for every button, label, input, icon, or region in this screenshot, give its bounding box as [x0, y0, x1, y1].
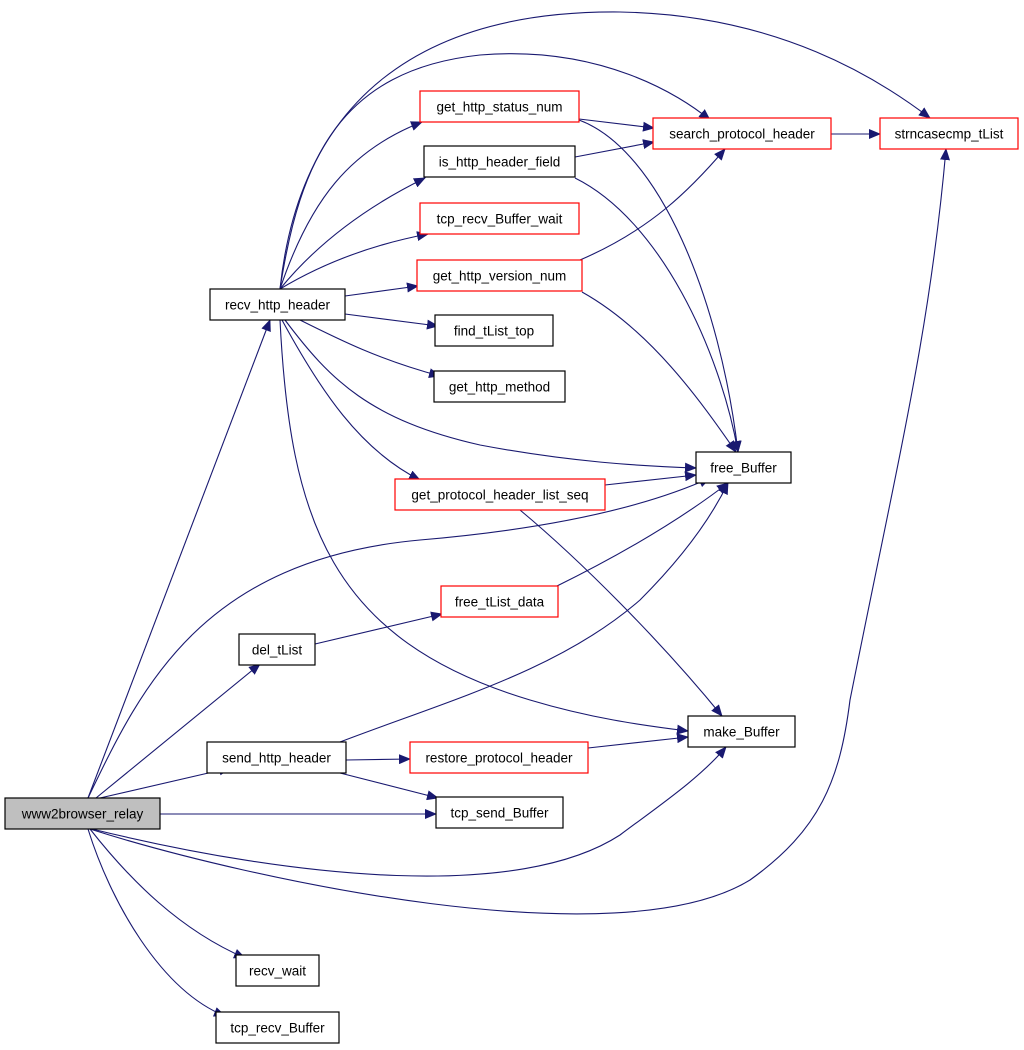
node-box-recv-http-header[interactable] [209, 288, 346, 321]
node-tcp-recv-Buffer-wait[interactable]: tcp_recv_Buffer_wait [419, 202, 580, 235]
node-box-get-http-version-num[interactable] [416, 259, 583, 292]
edge-www2browser-relay-to-free-Buffer [87, 477, 711, 799]
edge-recv-http-header-to-get-http-status-num [279, 121, 423, 290]
node-label-get-http-status-num: get_http_status_num [436, 100, 562, 115]
node-box-get-http-status-num[interactable] [419, 90, 580, 123]
edge-del-tList-to-free-tList-data [314, 611, 443, 645]
node-strncasecmp-tList[interactable]: strncasecmp_tList [879, 117, 1019, 150]
node-box-send-http-header[interactable] [206, 741, 347, 774]
edge-get-protocol-header-list-seq-to-make-Buffer [519, 509, 723, 717]
node-tcp-recv-Buffer[interactable]: tcp_recv_Buffer [215, 1011, 340, 1044]
node-label-search-protocol-header: search_protocol_header [669, 127, 815, 142]
node-label-tcp-send-Buffer: tcp_send_Buffer [450, 806, 549, 821]
node-box-get-http-method[interactable] [433, 370, 566, 403]
node-restore-protocol-header[interactable]: restore_protocol_header [409, 741, 589, 774]
edges-layer [87, 11, 951, 1017]
edge-get-protocol-header-list-seq-to-free-Buffer [604, 471, 697, 486]
node-is-http-header-field[interactable]: is_http_header_field [423, 145, 576, 178]
edge-recv-http-header-to-get-protocol-header-list-seq [281, 319, 421, 481]
edge-recv-http-header-to-find-tList-top [344, 313, 439, 330]
edge-send-http-header-to-restore-protocol-header [345, 754, 411, 765]
edge-send-http-header-to-free-Buffer [339, 482, 729, 743]
edge-recv-http-header-to-is-http-header-field [279, 177, 426, 290]
edge-www2browser-relay-to-make-Buffer [91, 746, 727, 877]
node-free-Buffer[interactable]: free_Buffer [695, 451, 792, 484]
node-box-search-protocol-header[interactable] [652, 117, 832, 150]
edge-recv-http-header-to-make-Buffer [279, 319, 689, 735]
node-get-http-status-num[interactable]: get_http_status_num [419, 90, 580, 123]
node-recv-wait[interactable]: recv_wait [235, 954, 320, 987]
edge-get-http-status-num-to-search-protocol-header [578, 118, 655, 132]
edge-is-http-header-field-to-search-protocol-header [574, 139, 655, 158]
node-box-del-tList[interactable] [238, 633, 316, 666]
node-get-http-version-num[interactable]: get_http_version_num [416, 259, 583, 292]
edge-www2browser-relay-to-tcp-recv-Buffer [87, 828, 226, 1017]
edge-free-tList-data-to-free-Buffer [554, 482, 729, 588]
node-box-tcp-recv-Buffer[interactable] [215, 1011, 340, 1044]
edge-recv-http-header-to-search-protocol-header [279, 53, 711, 290]
edge-www2browser-relay-to-del-tList [95, 663, 261, 799]
node-label-find-tList-top: find_tList_top [454, 324, 534, 339]
node-box-recv-wait[interactable] [235, 954, 320, 987]
node-label-free-Buffer: free_Buffer [710, 461, 777, 476]
node-get-protocol-header-list-seq[interactable]: get_protocol_header_list_seq [394, 478, 606, 511]
nodes-layer: www2browser_relay recv_http_header del_tLi… [4, 90, 1019, 1044]
node-label-get-protocol-header-list-seq: get_protocol_header_list_seq [411, 488, 588, 503]
edge-recv-http-header-to-strncasecmp-tList [279, 11, 931, 290]
node-label-get-http-version-num: get_http_version_num [433, 269, 567, 284]
node-del-tList[interactable]: del_tList [238, 633, 316, 666]
node-box-strncasecmp-tList[interactable] [879, 117, 1019, 150]
edge-www2browser-relay-to-strncasecmp-tList [89, 148, 951, 915]
node-box-restore-protocol-header[interactable] [409, 741, 589, 774]
edge-recv-http-header-to-get-http-method [299, 319, 441, 378]
edge-get-http-version-num-to-free-Buffer [581, 291, 737, 453]
node-www2browser-relay[interactable]: www2browser_relay [4, 797, 161, 830]
node-label-get-http-method: get_http_method [449, 380, 550, 395]
node-label-make-Buffer: make_Buffer [703, 725, 780, 740]
node-box-get-protocol-header-list-seq[interactable] [394, 478, 606, 511]
node-label-free-tList-data: free_tList_data [455, 595, 545, 610]
edge-restore-protocol-header-to-make-Buffer [587, 733, 689, 749]
edge-send-http-header-to-tcp-send-Buffer [339, 772, 439, 801]
node-label-tcp-recv-Buffer-wait: tcp_recv_Buffer_wait [437, 212, 563, 227]
node-label-strncasecmp-tList: strncasecmp_tList [895, 127, 1004, 142]
node-label-recv-http-header: recv_http_header [225, 298, 331, 313]
node-find-tList-top[interactable]: find_tList_top [434, 314, 554, 347]
node-get-http-method[interactable]: get_http_method [433, 370, 566, 403]
node-tcp-send-Buffer[interactable]: tcp_send_Buffer [435, 796, 564, 829]
edge-get-http-version-num-to-search-protocol-header [579, 148, 726, 261]
node-box-free-tList-data[interactable] [440, 585, 559, 618]
edge-recv-http-header-to-get-http-version-num [344, 282, 419, 297]
node-box-www2browser-relay[interactable] [4, 797, 161, 830]
node-search-protocol-header[interactable]: search_protocol_header [652, 117, 832, 150]
node-recv-http-header[interactable]: recv_http_header [209, 288, 346, 321]
node-box-tcp-send-Buffer[interactable] [435, 796, 564, 829]
node-label-tcp-recv-Buffer: tcp_recv_Buffer [230, 1021, 325, 1036]
node-label-is-http-header-field: is_http_header_field [439, 155, 561, 170]
node-label-del-tList: del_tList [252, 643, 303, 658]
node-box-tcp-recv-Buffer-wait[interactable] [419, 202, 580, 235]
node-label-send-http-header: send_http_header [222, 751, 331, 766]
node-send-http-header[interactable]: send_http_header [206, 741, 347, 774]
node-free-tList-data[interactable]: free_tList_data [440, 585, 559, 618]
edge-www2browser-relay-to-recv-http-header [87, 319, 271, 799]
edge-recv-http-header-to-tcp-recv-Buffer-wait [279, 231, 429, 290]
node-box-make-Buffer[interactable] [687, 715, 796, 748]
node-box-free-Buffer[interactable] [695, 451, 792, 484]
node-box-is-http-header-field[interactable] [423, 145, 576, 178]
node-label-restore-protocol-header: restore_protocol_header [425, 751, 573, 766]
node-label-www2browser-relay: www2browser_relay [21, 807, 144, 822]
edge-get-http-status-num-to-free-Buffer [578, 119, 742, 453]
edge-www2browser-relay-to-recv-wait [89, 828, 246, 959]
edge-is-http-header-field-to-free-Buffer [574, 177, 742, 453]
node-make-Buffer[interactable]: make_Buffer [687, 715, 796, 748]
node-box-find-tList-top[interactable] [434, 314, 554, 347]
node-label-recv-wait: recv_wait [249, 964, 306, 979]
edge-recv-http-header-to-free-Buffer [284, 319, 697, 473]
